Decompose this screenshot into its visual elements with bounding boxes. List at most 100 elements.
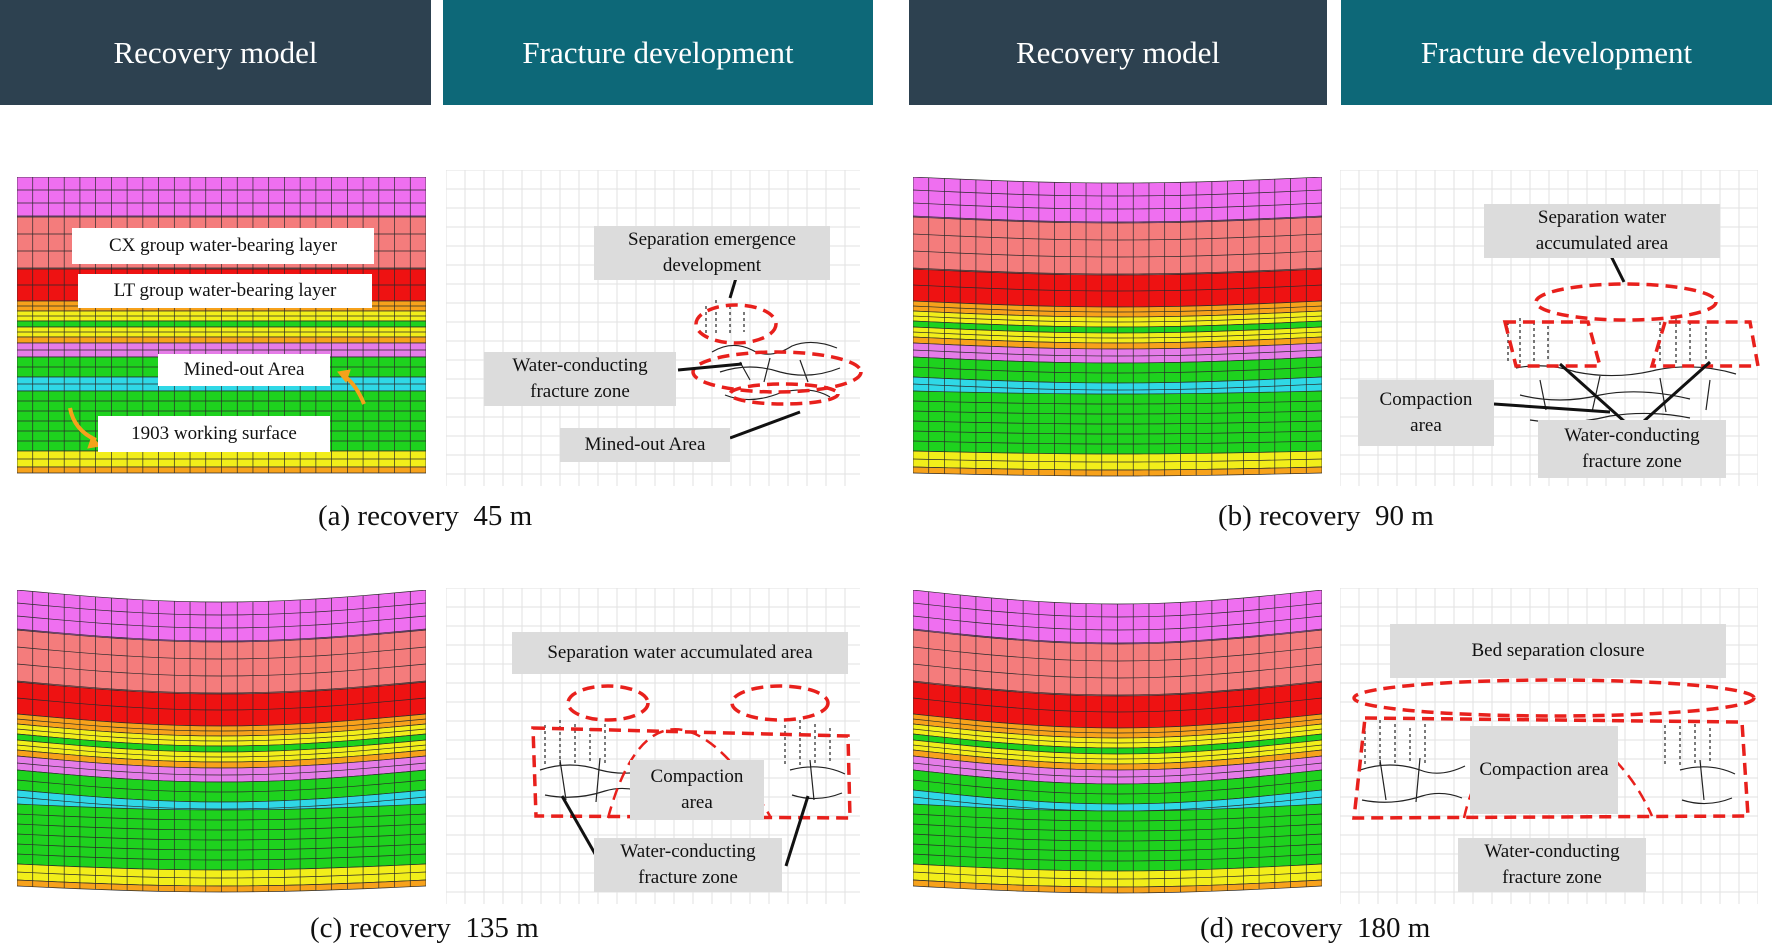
separation-water-label-c: Separation water accumulated area	[512, 632, 848, 674]
cell-edge	[913, 718, 1322, 734]
cell-edge	[913, 376, 1322, 384]
cell-edge	[913, 728, 1322, 744]
header-label: Recovery model	[1015, 34, 1220, 70]
cell-edge	[913, 400, 1322, 405]
header-recovery-model-1: Recovery model	[0, 0, 431, 105]
stratum-fill	[17, 734, 426, 752]
cell-edge	[913, 315, 1322, 323]
cell-edge	[913, 177, 1322, 184]
cell-edge	[17, 779, 426, 793]
strata-diagram	[17, 590, 426, 893]
stratum-layer	[17, 177, 426, 217]
cell-edge	[913, 733, 1322, 749]
cell-edge	[17, 680, 426, 694]
cell-edge	[913, 871, 1322, 880]
stratum-layer	[17, 466, 426, 474]
cell-edge	[17, 723, 426, 737]
stratum-layer	[913, 590, 1322, 644]
strata-diagram	[913, 177, 1322, 477]
cell-edge	[17, 602, 426, 616]
cell-edge	[913, 779, 1322, 795]
stratum-fill	[17, 740, 426, 762]
stratum-fill	[17, 724, 426, 746]
stratum-fill	[913, 740, 1322, 764]
stratum-layer	[913, 879, 1322, 894]
cell-edge	[17, 833, 426, 841]
cell-edge	[913, 843, 1322, 852]
cell-edge	[17, 813, 426, 821]
cell-edge	[913, 356, 1322, 364]
stratum-layer	[913, 390, 1322, 455]
cell-edge	[913, 420, 1322, 425]
cell-edge	[913, 450, 1322, 455]
cell-edge	[17, 755, 426, 769]
caption-c: (c) recovery 135 m	[310, 912, 539, 944]
cell-edge	[913, 697, 1322, 713]
cell-edge	[913, 472, 1322, 477]
cell-edge	[913, 762, 1322, 778]
cell-edge	[17, 843, 426, 851]
stratum-layer	[913, 863, 1322, 888]
cell-edge	[913, 320, 1322, 328]
cell-edge	[17, 853, 426, 861]
cell-edge	[913, 390, 1322, 395]
cell-edge	[913, 300, 1322, 308]
stratum-layer	[913, 681, 1322, 729]
header-recovery-model-2: Recovery model	[909, 0, 1327, 105]
stratum-layer	[17, 681, 426, 727]
stratum-layer	[913, 342, 1322, 364]
mined-out-area-label-fracture: Mined-out Area	[560, 428, 730, 462]
header-label: Recovery model	[113, 34, 318, 70]
cell-edge	[913, 284, 1322, 292]
cell-edge	[17, 871, 426, 879]
caption-a: (a) recovery 45 m	[318, 500, 533, 532]
cell-edge	[913, 430, 1322, 435]
cell-edge	[913, 233, 1322, 241]
stratum-layer	[913, 216, 1322, 275]
stratum-layer	[17, 320, 426, 328]
water-conducting-zone-label-d: Water-conducting fracture zone	[1458, 838, 1646, 892]
cell-edge	[913, 458, 1322, 463]
stratum-layer	[913, 755, 1322, 785]
cell-edge	[913, 342, 1322, 350]
working-surface-label: 1903 working surface	[98, 416, 330, 452]
cell-edge	[17, 628, 426, 642]
compaction-area-label-b: Compaction area	[1358, 380, 1494, 446]
strata-diagram	[913, 590, 1322, 894]
compaction-area-label-d: Compaction area	[1470, 726, 1618, 814]
cell-edge	[913, 789, 1322, 805]
cell-edge	[913, 863, 1322, 872]
cell-edge	[913, 885, 1322, 894]
cell-edge	[913, 336, 1322, 344]
water-conducting-zone-label-c: Water-conducting fracture zone	[594, 838, 782, 892]
cell-edge	[913, 749, 1322, 765]
water-conducting-zone-label-a: Water-conducting fracture zone	[484, 352, 676, 406]
cell-edge	[17, 681, 426, 695]
cell-edge	[913, 268, 1322, 276]
cell-edge	[913, 723, 1322, 739]
separation-water-label-b: Separation water accumulated area	[1484, 204, 1720, 258]
stratum-layer	[17, 629, 426, 694]
stratum-layer	[17, 879, 426, 893]
cell-edge	[913, 305, 1322, 313]
cell-edge	[913, 803, 1322, 812]
cell-edge	[17, 728, 426, 742]
stratum-layer	[17, 803, 426, 871]
stratum-layer	[17, 336, 426, 344]
cell-edge	[17, 789, 426, 803]
cell-edge	[17, 629, 426, 643]
header-label: Fracture development	[1420, 34, 1693, 70]
separation-emergence-label: Separation emergence development	[594, 226, 830, 280]
stratum-layer	[913, 450, 1322, 471]
caption-d: (d) recovery 180 m	[1200, 912, 1431, 944]
cell-edge	[913, 744, 1322, 760]
stratum-layer	[17, 590, 426, 642]
cell-edge	[913, 769, 1322, 785]
cell-edge	[913, 440, 1322, 445]
stratum-layer	[17, 450, 426, 468]
stratum-layer	[17, 863, 426, 887]
cell-edge	[913, 590, 1322, 605]
cell-edge	[913, 267, 1322, 275]
cell-edge	[913, 366, 1322, 374]
cx-group-layer-label: CX group water-bearing layer	[72, 228, 374, 264]
